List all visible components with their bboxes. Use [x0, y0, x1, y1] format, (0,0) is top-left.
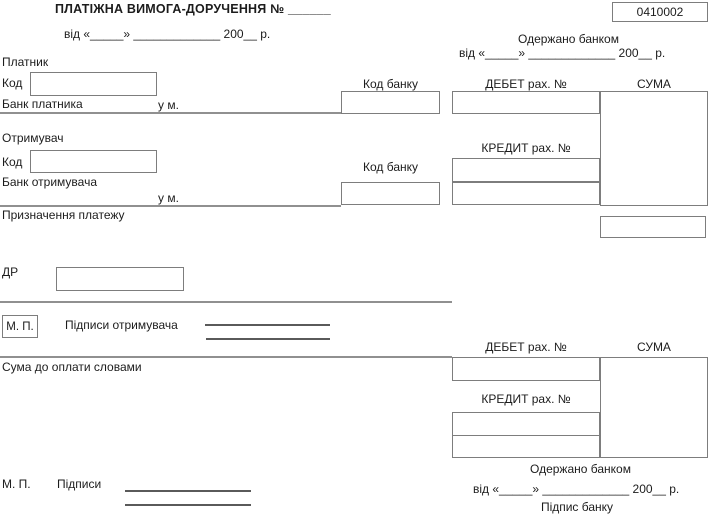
credit-account-top-field-1[interactable] [452, 158, 600, 182]
form-title: ПЛАТІЖНА ВИМОГА-ДОРУЧЕННЯ № ______ [55, 2, 331, 16]
payee-bank-underline[interactable] [0, 205, 341, 207]
purpose-label: Призначення платежу [2, 208, 125, 222]
stamp-place-box: М. П. [2, 315, 38, 338]
sum-bottom-label: СУМА [637, 340, 671, 354]
credit-account-top-label: КРЕДИТ рах. № [481, 141, 571, 155]
payer-label: Платник [2, 55, 49, 69]
payee-code-label: Код [2, 155, 23, 169]
credit-account-bottom-field-1[interactable] [452, 412, 600, 436]
payee-code-field[interactable] [30, 150, 157, 173]
payee-label: Отримувач [2, 131, 64, 145]
payer-code-field[interactable] [30, 72, 157, 96]
section-divider-top [0, 301, 452, 303]
dr-label: ДР [2, 265, 19, 279]
payee-signatures-label: Підписи отримувача [65, 318, 178, 332]
received-by-bank-bottom-date-line[interactable]: від «_____» _____________ 200__ р. [473, 482, 680, 496]
payer-bank-label: Банк платника [2, 97, 83, 111]
debit-account-top-label: ДЕБЕТ рах. № [485, 77, 567, 91]
sum-top-field[interactable] [600, 91, 708, 206]
payer-code-label: Код [2, 76, 23, 90]
signature-line-1[interactable] [125, 490, 251, 492]
sum-top-label: СУМА [637, 77, 671, 91]
debit-account-bottom-label: ДЕБЕТ рах. № [485, 340, 567, 354]
signatures-bottom-label: Підписи [57, 477, 102, 491]
sum-bottom-field[interactable] [600, 357, 708, 458]
debit-account-bottom-field[interactable] [452, 357, 600, 381]
received-by-bank-top-date-line[interactable]: від «_____» _____________ 200__ р. [459, 46, 666, 60]
sum-extra-field[interactable] [600, 216, 706, 238]
bank-signature-label: Підпис банку [540, 500, 614, 514]
stamp-place-bottom-label: М. П. [2, 477, 31, 491]
payee-signature-line-2[interactable] [206, 338, 330, 340]
debit-account-top-field[interactable] [452, 91, 600, 114]
credit-account-bottom-label: КРЕДИТ рах. № [481, 392, 571, 406]
received-by-bank-top-label: Одержано банком [518, 32, 619, 46]
credit-account-top-field-2[interactable] [452, 182, 600, 205]
section-divider-bottom [0, 356, 452, 358]
payee-bank-label: Банк отримувача [2, 175, 98, 189]
form-code-box: 0410002 [612, 2, 708, 22]
payer-city-label: у м. [158, 98, 179, 112]
document-date-line[interactable]: від «_____» _____________ 200__ р. [64, 27, 271, 41]
payee-signature-line-1[interactable] [205, 324, 330, 326]
payer-bank-code-field[interactable] [341, 91, 440, 114]
signature-line-2[interactable] [125, 504, 251, 506]
dr-field[interactable] [56, 267, 184, 291]
amount-in-words-label: Сума до оплати словами [2, 360, 142, 374]
payer-bank-underline[interactable] [0, 112, 341, 114]
payee-bank-code-field[interactable] [341, 182, 440, 205]
payee-bank-code-label: Код банку [362, 160, 419, 174]
payee-city-label: у м. [158, 191, 179, 205]
payer-bank-code-label: Код банку [362, 77, 419, 91]
form-code: 0410002 [636, 5, 684, 19]
received-by-bank-bottom-label: Одержано банком [530, 462, 631, 476]
stamp-place-label: М. П. [6, 320, 34, 333]
credit-account-bottom-field-2[interactable] [452, 435, 600, 458]
